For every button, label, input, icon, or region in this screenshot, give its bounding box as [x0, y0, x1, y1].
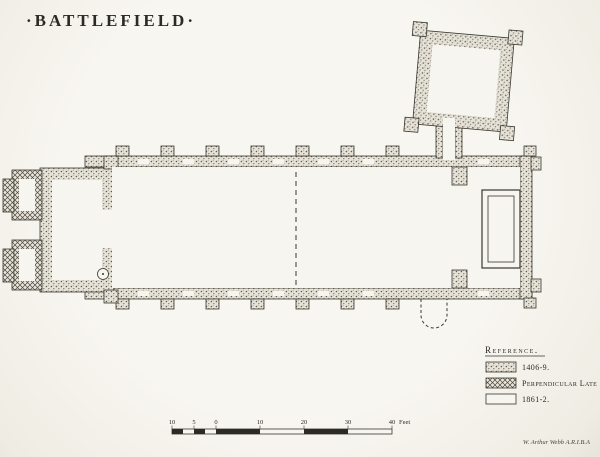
corridor-passage	[443, 118, 455, 160]
scale-tick-label: 10	[169, 419, 176, 426]
east-wall	[519, 155, 533, 300]
legend-label: 1861-2.	[522, 395, 549, 404]
northeast-tower	[403, 21, 524, 142]
scale-bar: 10 5 0 10 20 30 40 Feet	[169, 419, 410, 435]
apse-outline-dashed	[420, 299, 448, 329]
nave-interior	[112, 167, 520, 288]
legend-label: Perpendicular Late	[522, 379, 597, 388]
legend-item-1861: 1861-2.	[485, 393, 549, 405]
tower-interior	[52, 180, 102, 280]
legend-item-perpendicular: Perpendicular Late	[485, 377, 597, 389]
scale-tick-label: 0	[214, 419, 217, 426]
legend-swatch-crosshatch	[485, 377, 517, 389]
scale-tick-label: 10	[257, 419, 264, 426]
scale-unit-label: Feet	[399, 419, 410, 426]
scale-tick-labels: 10 5 0 10 20 30 40	[169, 419, 396, 426]
window-openings	[138, 159, 489, 296]
architect-signature: W. Arthur Webb A.R.I.B.A	[523, 439, 590, 446]
chancel-respond-north	[451, 166, 468, 186]
north-wall	[84, 155, 533, 168]
tower-arch-opening	[102, 210, 116, 248]
legend-label: 1406-9.	[522, 363, 549, 372]
scale-tick-label: 5	[192, 419, 195, 426]
scale-tick-marks	[171, 425, 393, 429]
legend: Reference. 1406-9. Perpendicular Late 18…	[485, 345, 597, 405]
scale-tick-label: 20	[301, 419, 308, 426]
chancel-respond-south	[451, 269, 468, 289]
legend-swatch-plain	[485, 393, 517, 405]
legend-heading: Reference.	[485, 345, 539, 355]
east-corner-buttresses	[523, 145, 542, 309]
side-chapel	[481, 189, 521, 269]
scale-tick-label: 40	[389, 419, 396, 426]
north-buttresses	[115, 145, 400, 157]
interiors	[19, 118, 520, 288]
page-title: ·BATTLEFIELD·	[26, 11, 196, 30]
plan-details	[97, 159, 521, 329]
south-wall	[84, 287, 533, 300]
legend-item-1406: 1406-9.	[485, 361, 549, 373]
legend-swatch-stipple	[485, 361, 517, 373]
scale-tick-label: 30	[345, 419, 352, 426]
south-buttresses	[115, 298, 400, 310]
